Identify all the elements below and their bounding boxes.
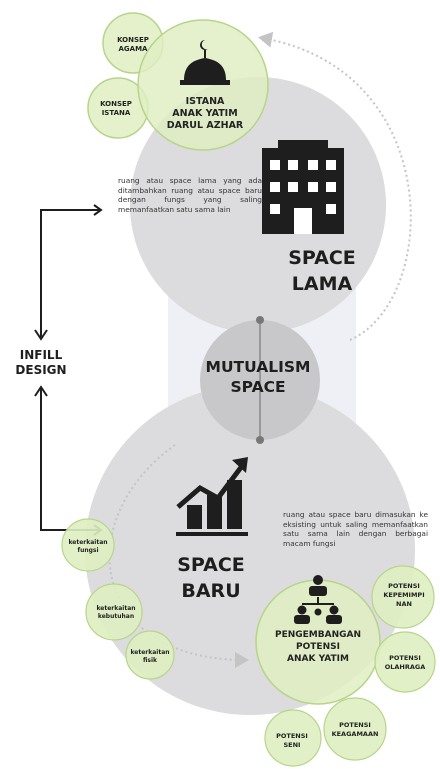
svg-text:keterkaitan: keterkaitan (96, 605, 135, 612)
bubble-kebutuhan-label: keterkaitan kebutuhan (96, 605, 135, 620)
svg-text:PENGEMBANGAN: PENGEMBANGAN (275, 630, 361, 640)
potensi-kepemimpinan-circle (371, 565, 435, 629)
svg-text:keterkaitan: keterkaitan (130, 649, 169, 656)
people-network-icon (294, 575, 342, 624)
space-lama-description: ruang atau space lama yang ada ditambahk… (118, 176, 262, 214)
growth-chart-icon (176, 457, 248, 536)
istana-label: ISTANA ANAK YATIM DARUL AZHAR (167, 96, 244, 131)
potensi-kepemimpinan-label: POTENSI KEPEMIMPI NAN (383, 582, 424, 608)
bubble-keterkaitan-kebutuhan (85, 583, 143, 641)
svg-text:POTENSI: POTENSI (296, 642, 340, 652)
svg-text:INFILL: INFILL (20, 348, 63, 362)
bubble-keterkaitan-fisik (125, 630, 175, 680)
infill-design-label: INFILL DESIGN (15, 348, 66, 377)
orbit-arrow-top (258, 31, 412, 341)
svg-text:AGAMA: AGAMA (119, 45, 149, 53)
potensi-seni-circle (264, 709, 322, 767)
svg-text:LAMA: LAMA (292, 273, 353, 295)
mutualism-space-label: MUTUALISM SPACE (206, 358, 311, 396)
svg-text:SPACE: SPACE (288, 247, 356, 269)
space-lama-label: SPACE LAMA (288, 247, 356, 295)
svg-text:DESIGN: DESIGN (15, 363, 66, 377)
mosque-icon (180, 40, 230, 85)
svg-text:kebutuhan: kebutuhan (98, 613, 134, 620)
connector-dot-bottom (256, 436, 264, 444)
potensi-olahraga-circle (374, 631, 436, 693)
svg-text:KONSEP: KONSEP (117, 36, 149, 44)
svg-text:BARU: BARU (181, 580, 240, 602)
potensi-seni-label: POTENSI SENI (276, 732, 308, 749)
svg-text:POTENSI: POTENSI (389, 654, 421, 662)
potensi-keagamaan-circle (323, 697, 387, 761)
svg-text:KEAGAMAAN: KEAGAMAAN (332, 730, 379, 738)
infill-bracket (34, 204, 103, 536)
bubble-fungsi-label: keterkaitan fungsi (68, 539, 107, 554)
space-baru-description: ruang atau space baru dimasukan ke eksis… (283, 510, 428, 548)
bubble-keterkaitan-fungsi (61, 518, 115, 572)
svg-text:KONSEP: KONSEP (100, 100, 132, 108)
svg-text:fisik: fisik (143, 657, 158, 664)
potensi-keagamaan-label: POTENSI KEAGAMAAN (332, 721, 379, 738)
svg-text:DARUL AZHAR: DARUL AZHAR (167, 120, 244, 131)
svg-text:NAN: NAN (396, 600, 412, 608)
svg-text:ISTANA: ISTANA (186, 96, 225, 107)
konsep-agama-label: KONSEP AGAMA (117, 36, 149, 53)
building-icon (262, 140, 344, 234)
bubble-fisik-label: keterkaitan fisik (130, 649, 169, 664)
svg-text:keterkaitan: keterkaitan (68, 539, 107, 546)
svg-text:KEPEMIMPI: KEPEMIMPI (383, 591, 424, 599)
svg-text:POTENSI: POTENSI (276, 732, 308, 740)
pengembangan-label: PENGEMBANGAN POTENSI ANAK YATIM (275, 630, 361, 664)
space-baru-label: SPACE BARU (177, 554, 245, 602)
svg-text:fungsi: fungsi (77, 547, 98, 554)
svg-text:ANAK YATIM: ANAK YATIM (172, 108, 237, 119)
connector-dot-top (256, 316, 264, 324)
svg-text:ANAK YATIM: ANAK YATIM (287, 654, 349, 664)
potensi-olahraga-label: POTENSI OLAHRAGA (385, 654, 426, 671)
svg-text:ISTANA: ISTANA (102, 109, 131, 117)
svg-text:MUTUALISM: MUTUALISM (206, 358, 311, 376)
svg-text:POTENSI: POTENSI (388, 582, 420, 590)
svg-text:SPACE: SPACE (177, 554, 245, 576)
svg-text:SPACE: SPACE (230, 378, 285, 396)
svg-text:SENI: SENI (284, 741, 301, 749)
konsep-istana-label: KONSEP ISTANA (100, 100, 132, 117)
svg-text:OLAHRAGA: OLAHRAGA (385, 663, 426, 671)
svg-text:POTENSI: POTENSI (339, 721, 371, 729)
